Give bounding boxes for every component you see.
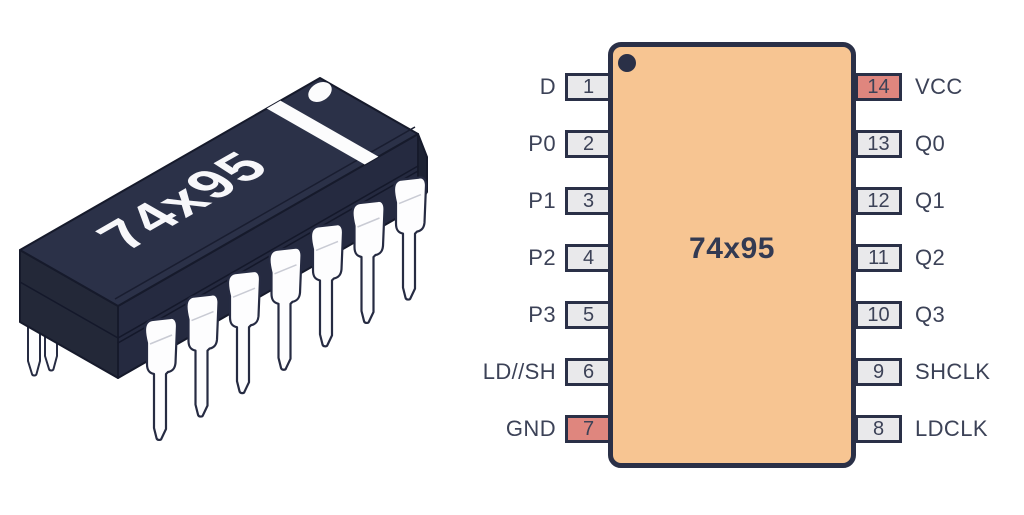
pin-name-label: LD//SH xyxy=(482,359,556,384)
pin-name-label: SHCLK xyxy=(915,359,991,384)
pin-name-label: P0 xyxy=(528,131,556,156)
chip-3d-illustration: 74x95 xyxy=(19,77,428,442)
pin-number-box: 1 xyxy=(565,73,612,101)
pin-row-12: 12 Q1 xyxy=(855,187,945,215)
pin1-indicator-dimple xyxy=(308,82,332,102)
pin-name-label: Q2 xyxy=(915,245,946,270)
pin-row-10: 10 Q3 xyxy=(855,301,945,329)
pin-number-box: 13 xyxy=(855,130,902,158)
pin-name-label: P2 xyxy=(528,245,556,270)
pin-row-11: 11 Q2 xyxy=(855,244,945,272)
pin-name-label: Q3 xyxy=(915,302,946,327)
pin-number-box: 2 xyxy=(565,130,612,158)
pinout-chip-body: 74x95 xyxy=(608,42,856,468)
pin-number-box: 6 xyxy=(565,358,612,386)
pin-number-box-power: 14 xyxy=(855,73,902,101)
pin-row-9: 9 SHCLK xyxy=(855,358,990,386)
pin-name-label: VCC xyxy=(915,74,963,99)
pin-name-label: Q1 xyxy=(915,188,946,213)
chip-parting-line xyxy=(19,281,119,339)
pin-name-label: GND xyxy=(505,416,556,441)
pin-row-6: LD//SH 6 xyxy=(0,358,612,386)
pin-name-label: P3 xyxy=(528,302,556,327)
pin-number-box: 8 xyxy=(855,415,902,443)
pin1-indicator-dot xyxy=(618,54,636,72)
pin-number-box-ground: 7 xyxy=(565,415,612,443)
pinout-part-number: 74x95 xyxy=(689,232,775,265)
pin-row-3: P1 3 xyxy=(0,187,612,215)
pin-name-label: D xyxy=(539,74,556,99)
pin-number-box: 10 xyxy=(855,301,902,329)
pin-number-box: 9 xyxy=(855,358,902,386)
pin-row-7: GND 7 xyxy=(0,415,612,443)
pin-row-2: P0 2 xyxy=(0,130,612,158)
pin-name-label: P1 xyxy=(528,188,556,213)
pin-row-13: 13 Q0 xyxy=(855,130,945,158)
pin-row-5: P3 5 xyxy=(0,301,612,329)
pin-number-box: 3 xyxy=(565,187,612,215)
pin-number-box: 11 xyxy=(855,244,902,272)
pin-row-4: P2 4 xyxy=(0,244,612,272)
pin-row-14: 14 VCC xyxy=(855,73,963,101)
pin-number-box: 4 xyxy=(565,244,612,272)
chip-parting-line xyxy=(117,170,419,344)
pin-name-label: LDCLK xyxy=(915,416,988,441)
pin-row-8: 8 LDCLK xyxy=(855,415,988,443)
pin-name-label: Q0 xyxy=(915,131,946,156)
pin-number-box: 12 xyxy=(855,187,902,215)
chip-marking-stripe xyxy=(266,100,379,165)
pin-number-box: 5 xyxy=(565,301,612,329)
pin-row-1: D 1 xyxy=(0,73,612,101)
chip-parting-line xyxy=(117,165,419,339)
